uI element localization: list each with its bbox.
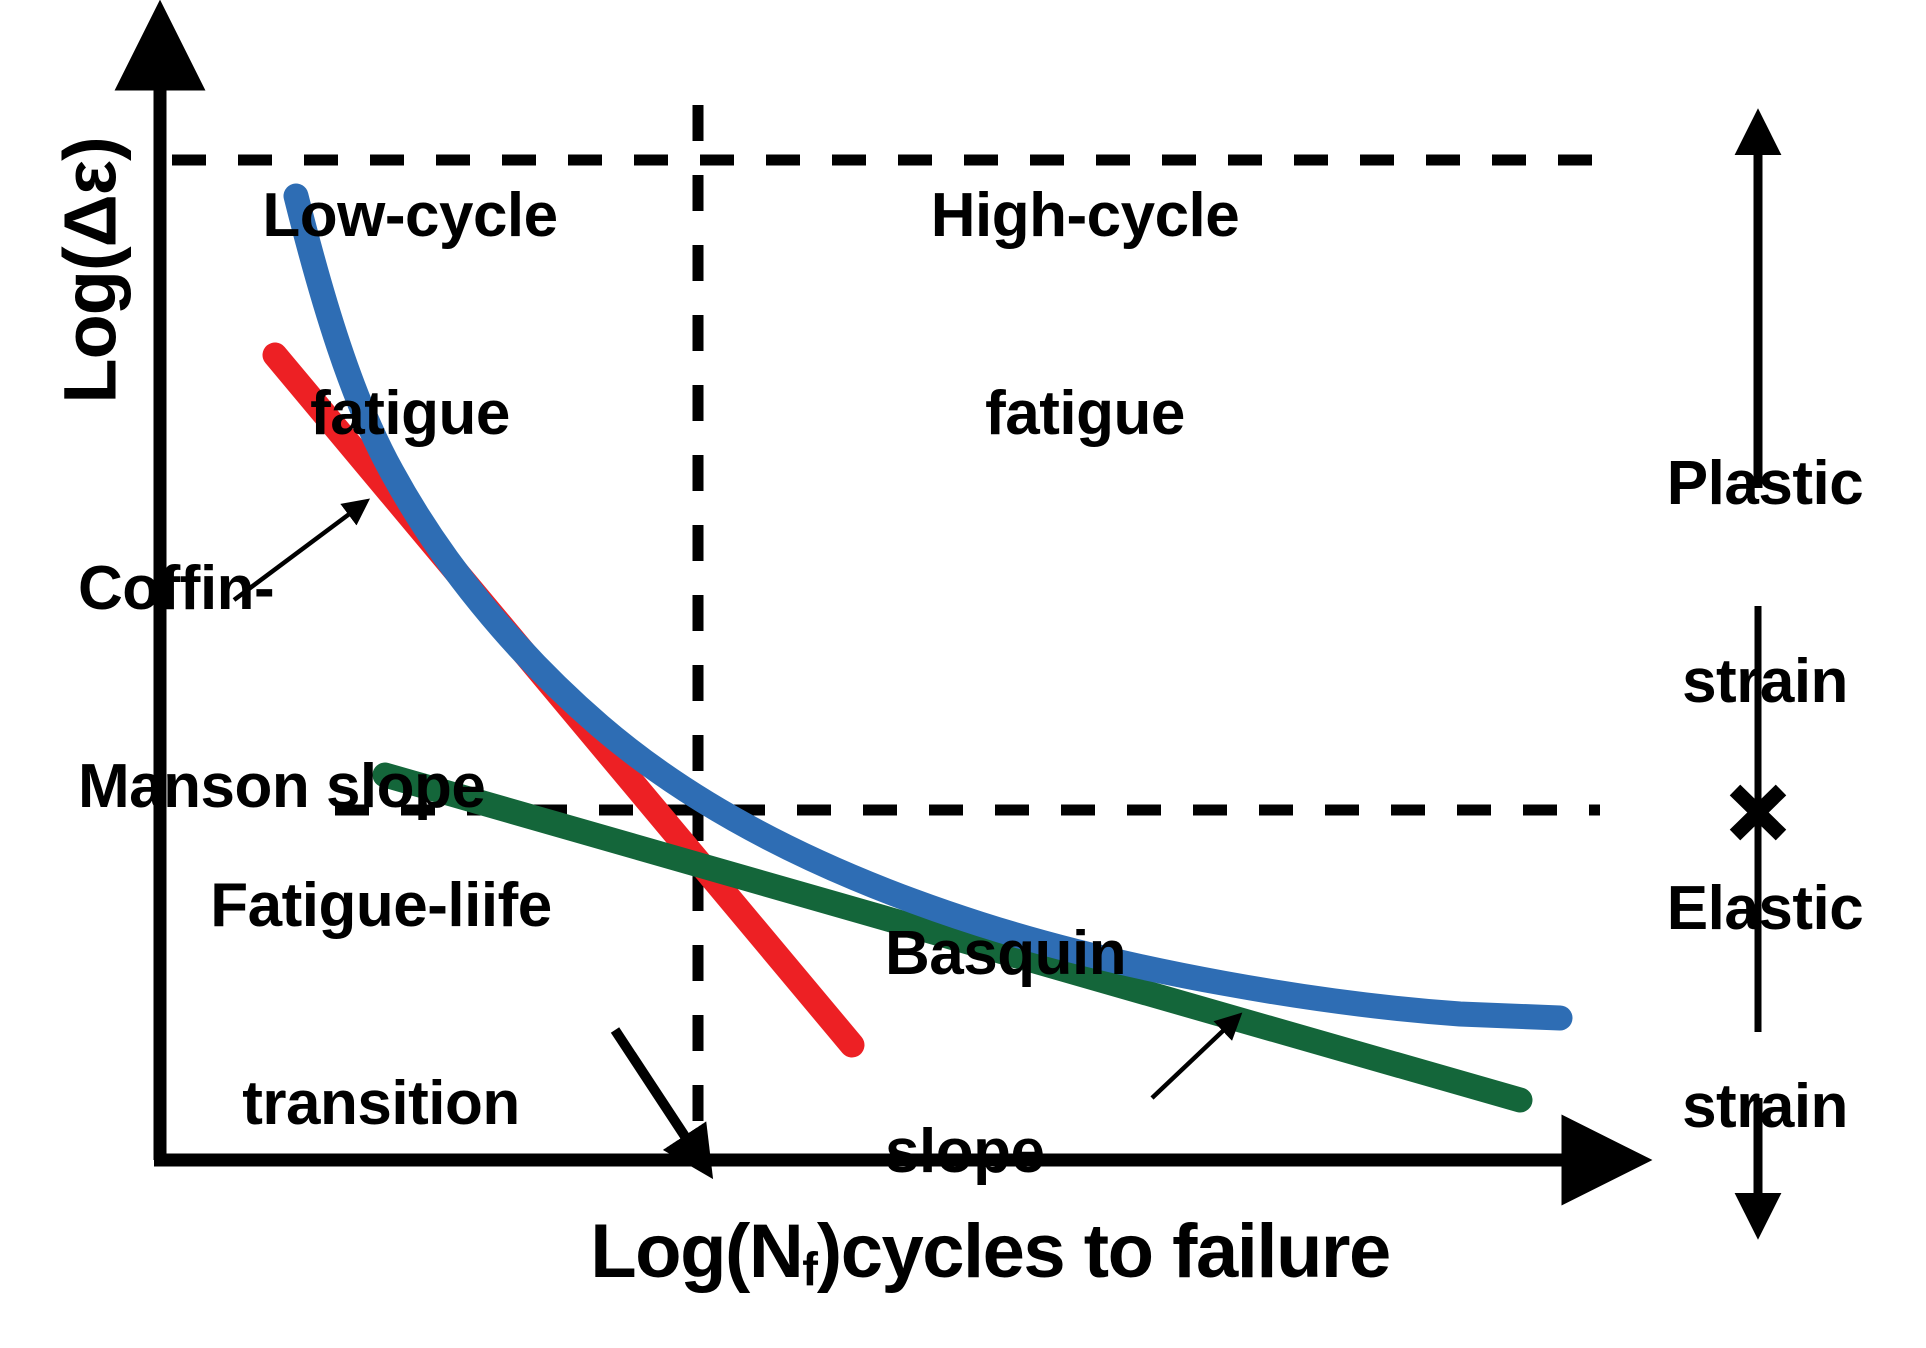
coffin-manson-label-line2: Manson slope bbox=[78, 751, 486, 821]
elastic-strain-label: Elastic strain bbox=[1640, 745, 1890, 1271]
plastic-strain-line2: strain bbox=[1682, 646, 1848, 716]
basquin-slope-label: Basquin slope bbox=[885, 790, 1155, 1316]
coffin-manson-pointer-arrow bbox=[232, 498, 371, 602]
high-cycle-fatigue-label: High-cycle fatigue bbox=[920, 52, 1250, 578]
coffin-manson-label-line1: Coffin- bbox=[78, 554, 275, 624]
data-series bbox=[262, 183, 1573, 1113]
total-strain-curve bbox=[283, 183, 1573, 1031]
basquin-line bbox=[372, 762, 1533, 1113]
basquin-label-line1: Basquin bbox=[885, 919, 1127, 989]
axes-lines bbox=[114, 0, 1653, 1206]
fatigue-life-transition-line1: Fatigue-liife bbox=[210, 871, 552, 941]
x-axis-label: Log(Nf)cycles to failure bbox=[400, 1208, 1580, 1296]
low-cycle-fatigue-label: Low-cycle fatigue bbox=[250, 52, 570, 578]
strain-split-x-marker bbox=[1729, 784, 1787, 841]
basquin-pointer-arrow bbox=[1150, 1012, 1243, 1100]
low-cycle-fatigue-line2: fatigue bbox=[310, 378, 510, 448]
basquin-label-line2: slope bbox=[885, 1116, 1045, 1186]
high-cycle-fatigue-line1: High-cycle bbox=[930, 181, 1240, 251]
elastic-strain-line1: Elastic bbox=[1666, 874, 1864, 944]
plastic-strain-label: Plastic strain bbox=[1640, 320, 1890, 846]
low-cycle-fatigue-line1: Low-cycle bbox=[262, 181, 558, 251]
fatigue-life-transition-line2: transition bbox=[242, 1068, 520, 1138]
y-axis-label: Log(Δε) bbox=[48, 137, 132, 404]
fatigue-life-transition-pointer-arrow bbox=[610, 1027, 714, 1180]
x-axis-label-subscript: f bbox=[802, 1242, 818, 1296]
coffin-manson-slope-label: Coffin- Manson slope bbox=[78, 425, 528, 951]
x-axis-label-suffix: )cycles to failure bbox=[816, 1209, 1391, 1294]
elastic-strain-line2: strain bbox=[1682, 1071, 1848, 1141]
x-axis-label-prefix: Log(N bbox=[590, 1209, 803, 1294]
plastic-strain-line1: Plastic bbox=[1666, 449, 1864, 519]
fatigue-life-transition-label: Fatigue-liife transition bbox=[196, 742, 566, 1268]
callout-arrows bbox=[232, 498, 1243, 1180]
high-cycle-fatigue-line2: fatigue bbox=[985, 378, 1185, 448]
strain-split-indicator bbox=[1729, 108, 1787, 1240]
